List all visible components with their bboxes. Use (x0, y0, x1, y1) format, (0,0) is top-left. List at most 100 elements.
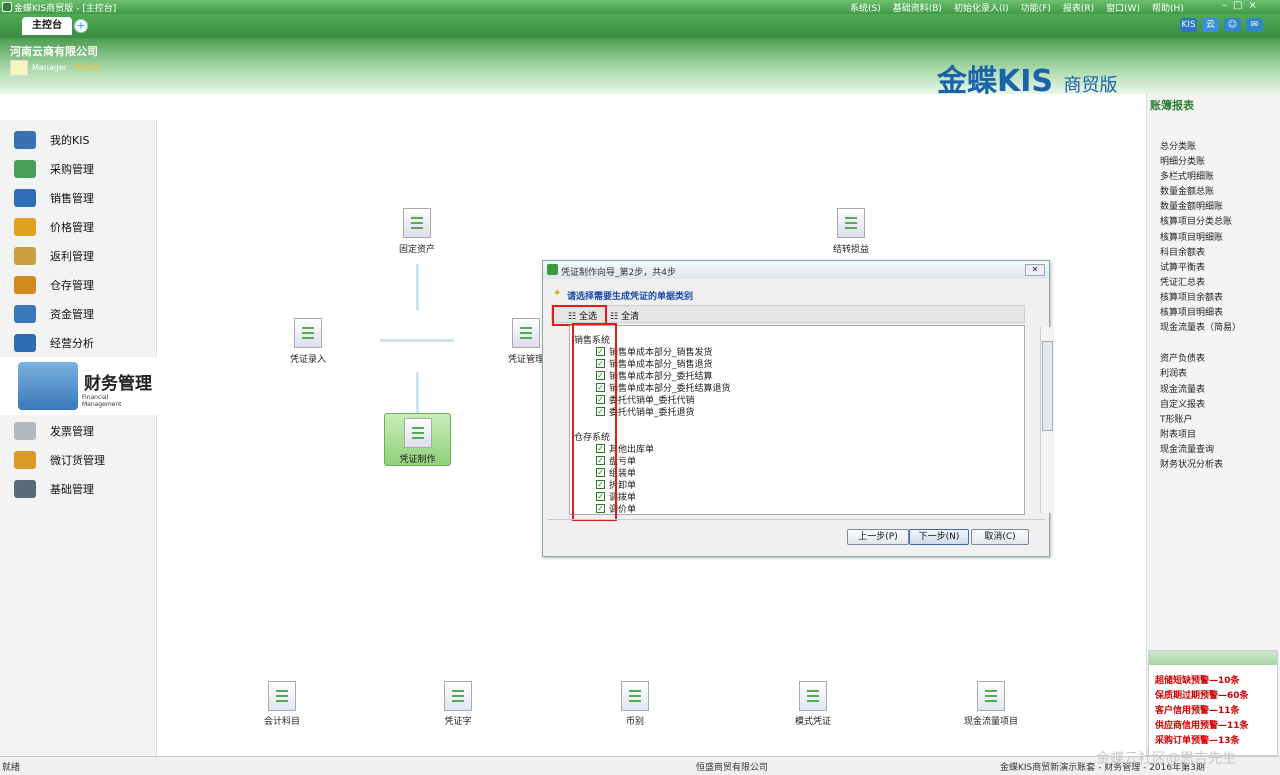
report-link[interactable]: 数量金额总账 (1160, 187, 1215, 197)
window-title: 金蝶KIS商贸版 - [主控台] (14, 4, 117, 14)
nav-invoice[interactable]: 发票管理 (0, 416, 157, 445)
checkbox-checked[interactable]: ✓ (596, 407, 605, 416)
list-item[interactable]: ✓销售单成本部分_销售退货 (596, 357, 713, 370)
report-link[interactable]: 总分类账 (1160, 142, 1197, 152)
checkbox-checked[interactable]: ✓ (596, 395, 605, 404)
bottom-accounts[interactable]: 会计科目 (247, 681, 317, 727)
alert-item[interactable]: 客户信用预警—11条 (1155, 706, 1240, 716)
report-link[interactable]: T形账户 (1160, 415, 1193, 425)
list-item[interactable]: ✓组装单 (596, 466, 636, 479)
nav-analysis[interactable]: 经营分析 (0, 328, 157, 357)
clear-all-button[interactable]: ☷ 全清 (610, 312, 639, 322)
message-icon[interactable]: ✉ (1246, 18, 1263, 32)
node-fixed-assets[interactable]: 固定资产 (382, 208, 452, 255)
report-link[interactable]: 附表项目 (1160, 430, 1197, 440)
flow-arrow-up (416, 372, 419, 414)
report-link[interactable]: 核算项目明细账 (1160, 233, 1224, 243)
cloud-icon[interactable]: 云 (1202, 18, 1219, 32)
next-step-button[interactable]: 下一步(N) (909, 529, 969, 545)
nav-price[interactable]: 价格管理 (0, 212, 157, 241)
alert-item[interactable]: 超储短缺预警—10条 (1155, 676, 1240, 686)
user-name-line[interactable]: Manager（未登录） (32, 62, 107, 73)
checkbox-checked[interactable]: ✓ (596, 468, 605, 477)
close-button[interactable]: × (1248, 0, 1257, 11)
alert-item[interactable]: 保质期过期预警—60条 (1155, 691, 1249, 701)
menu-window[interactable]: 窗口(W) (1106, 4, 1141, 14)
checkbox-checked[interactable]: ✓ (596, 456, 605, 465)
select-all-button[interactable]: ☷ 全选 (568, 312, 597, 322)
checkbox-checked[interactable]: ✓ (596, 359, 605, 368)
checkbox-checked[interactable]: ✓ (596, 504, 605, 513)
list-item[interactable]: ✓销售单成本部分_委托结算 (596, 369, 713, 382)
node-voucher-manage[interactable]: 凭证管理 (491, 318, 561, 365)
cancel-button[interactable]: 取消(C) (971, 529, 1029, 545)
list-scrollbar[interactable] (1040, 327, 1054, 513)
report-link[interactable]: 核算项目分类总账 (1160, 217, 1233, 227)
report-link[interactable]: 凭证汇总表 (1160, 278, 1206, 288)
list-item[interactable]: ✓盘亏单 (596, 454, 636, 467)
report-link[interactable]: 核算项目明细表 (1160, 308, 1224, 318)
checkbox-checked[interactable]: ✓ (596, 444, 605, 453)
bottom-voucher-word[interactable]: 凭证字 (423, 681, 493, 727)
menu-report[interactable]: 报表(R) (1062, 4, 1095, 14)
nav-finance-active[interactable]: 财务管理 Financial Management (0, 357, 157, 415)
minimize-button[interactable]: – (1222, 0, 1227, 11)
report-link[interactable]: 科目余额表 (1160, 248, 1206, 258)
menu-help[interactable]: 帮助(H) (1152, 4, 1184, 14)
menu-basic-data[interactable]: 基础资料(B) (892, 4, 942, 14)
nav-warehouse[interactable]: 仓存管理 (0, 270, 157, 299)
tab-main-console[interactable]: 主控台 (22, 17, 72, 35)
dialog-close-button[interactable]: ✕ (1025, 264, 1045, 276)
nav-my-kis[interactable]: 我的KIS (0, 125, 157, 154)
maximize-button[interactable]: □ (1233, 0, 1243, 11)
list-item[interactable]: ✓其他出库单 (596, 442, 654, 455)
report-link[interactable]: 现金流量表（简易） (1160, 323, 1242, 333)
report-link[interactable]: 现金流量表 (1160, 385, 1206, 395)
report-link[interactable]: 财务状况分析表 (1160, 460, 1224, 470)
list-item[interactable]: ✓拆卸单 (596, 478, 636, 491)
nav-sales[interactable]: 销售管理 (0, 183, 157, 212)
checkbox-checked[interactable]: ✓ (596, 371, 605, 380)
list-item[interactable]: ✓调价单 (596, 502, 636, 515)
report-link[interactable]: 试算平衡表 (1160, 263, 1206, 273)
bottom-currency[interactable]: 币别 (600, 681, 670, 727)
smile-icon[interactable]: ☺ (1224, 18, 1241, 32)
list-item[interactable]: ✓调拨单 (596, 490, 636, 503)
checkbox-checked[interactable]: ✓ (596, 480, 605, 489)
menu-function[interactable]: 功能(F) (1020, 4, 1051, 14)
analysis-icon (14, 334, 36, 352)
report-link[interactable]: 核算项目余额表 (1160, 293, 1224, 303)
report-link[interactable]: 明细分类账 (1160, 157, 1206, 167)
node-voucher-make[interactable]: 凭证制作 (384, 413, 451, 466)
nav-rebate[interactable]: 返利管理 (0, 241, 157, 270)
list-item[interactable]: ✓销售单成本部分_委托结算退货 (596, 381, 731, 394)
bottom-template-voucher[interactable]: 模式凭证 (778, 681, 848, 727)
nav-base[interactable]: 基础管理 (0, 474, 157, 503)
nav-purchase[interactable]: 采购管理 (0, 154, 157, 183)
scrollbar-thumb[interactable] (1042, 341, 1053, 431)
menu-init-entry[interactable]: 初始化录入(I) (953, 4, 1009, 14)
node-transfer-pl[interactable]: 结转损益 (816, 208, 886, 255)
node-voucher-entry[interactable]: 凭证录入 (273, 318, 343, 365)
list-item[interactable]: ✓销售单成本部分_销售发货 (596, 345, 713, 358)
report-link[interactable]: 资产负债表 (1160, 354, 1206, 364)
list-item[interactable]: ✓委托代销单_委托代销 (596, 393, 695, 406)
alert-item[interactable]: 采购订单预警—13条 (1155, 736, 1240, 746)
bottom-cashflow-items[interactable]: 现金流量项目 (956, 681, 1026, 727)
add-tab-button[interactable]: + (74, 19, 88, 33)
checkbox-checked[interactable]: ✓ (596, 347, 605, 356)
report-link[interactable]: 自定义报表 (1160, 400, 1206, 410)
list-item[interactable]: ✓委托代销单_委托退货 (596, 405, 695, 418)
report-link[interactable]: 利润表 (1160, 369, 1188, 379)
nav-funds[interactable]: 资金管理 (0, 299, 157, 328)
nav-micro-order[interactable]: 微订货管理 (0, 445, 157, 474)
report-link[interactable]: 多栏式明细账 (1160, 172, 1215, 182)
checkbox-checked[interactable]: ✓ (596, 492, 605, 501)
menu-system[interactable]: 系统(S) (850, 4, 881, 14)
alert-item[interactable]: 供应商信用预警—11条 (1155, 721, 1249, 731)
kis-icon[interactable]: KIS (1180, 18, 1197, 32)
report-link[interactable]: 数量金额明细账 (1160, 202, 1224, 212)
checkbox-checked[interactable]: ✓ (596, 383, 605, 392)
report-link[interactable]: 现金流量查询 (1160, 445, 1215, 455)
prev-step-button[interactable]: 上一步(P) (847, 529, 909, 545)
